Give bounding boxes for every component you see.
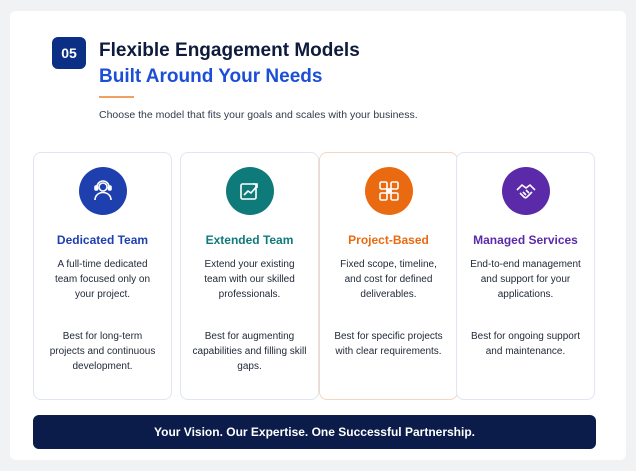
model-card-project-based: Project-Based Fixed scope, timeline, and… bbox=[319, 152, 458, 400]
model-best-for: Best for specific projects with clear re… bbox=[334, 331, 443, 357]
model-name: Dedicated Team bbox=[56, 233, 149, 247]
model-name: Extended Team bbox=[205, 233, 294, 247]
handshake-icon bbox=[501, 167, 550, 215]
model-description: Extend your existing team with our skill… bbox=[204, 259, 295, 300]
model-description: Fixed scope, timeline, and cost for defi… bbox=[340, 259, 437, 300]
model-card-dedicated-team: Dedicated Team A full-time dedicated tea… bbox=[33, 152, 172, 400]
section-number-badge: 05 bbox=[52, 37, 86, 69]
footer-tagline-banner: Your Vision. Our Expertise. One Successf… bbox=[33, 415, 596, 449]
project-grid-icon bbox=[364, 167, 413, 215]
growth-chart-icon bbox=[225, 167, 274, 215]
model-description: A full-time dedicated team focused only … bbox=[54, 259, 151, 300]
team-member-icon bbox=[78, 167, 127, 215]
page-subtitle: Choose the model that fits your goals an… bbox=[99, 109, 418, 121]
model-best-for: Best for augmenting capabilities and fil… bbox=[192, 331, 307, 372]
model-card-managed-services: Managed Services End-to-end management a… bbox=[456, 152, 595, 400]
model-card-extended-team: Extended Team Extend your existing team … bbox=[180, 152, 319, 400]
page-title: Flexible Engagement Models bbox=[99, 40, 360, 61]
page-title-highlight: Built Around Your Needs bbox=[99, 66, 323, 87]
title-underline bbox=[99, 96, 134, 98]
model-best-for: Best for ongoing support and maintenance… bbox=[471, 331, 580, 357]
model-best-for: Best for long-term projects and continuo… bbox=[49, 331, 156, 372]
model-name: Project-Based bbox=[348, 233, 429, 247]
model-name: Managed Services bbox=[473, 233, 578, 247]
model-description: End-to-end management and support for yo… bbox=[470, 259, 581, 300]
